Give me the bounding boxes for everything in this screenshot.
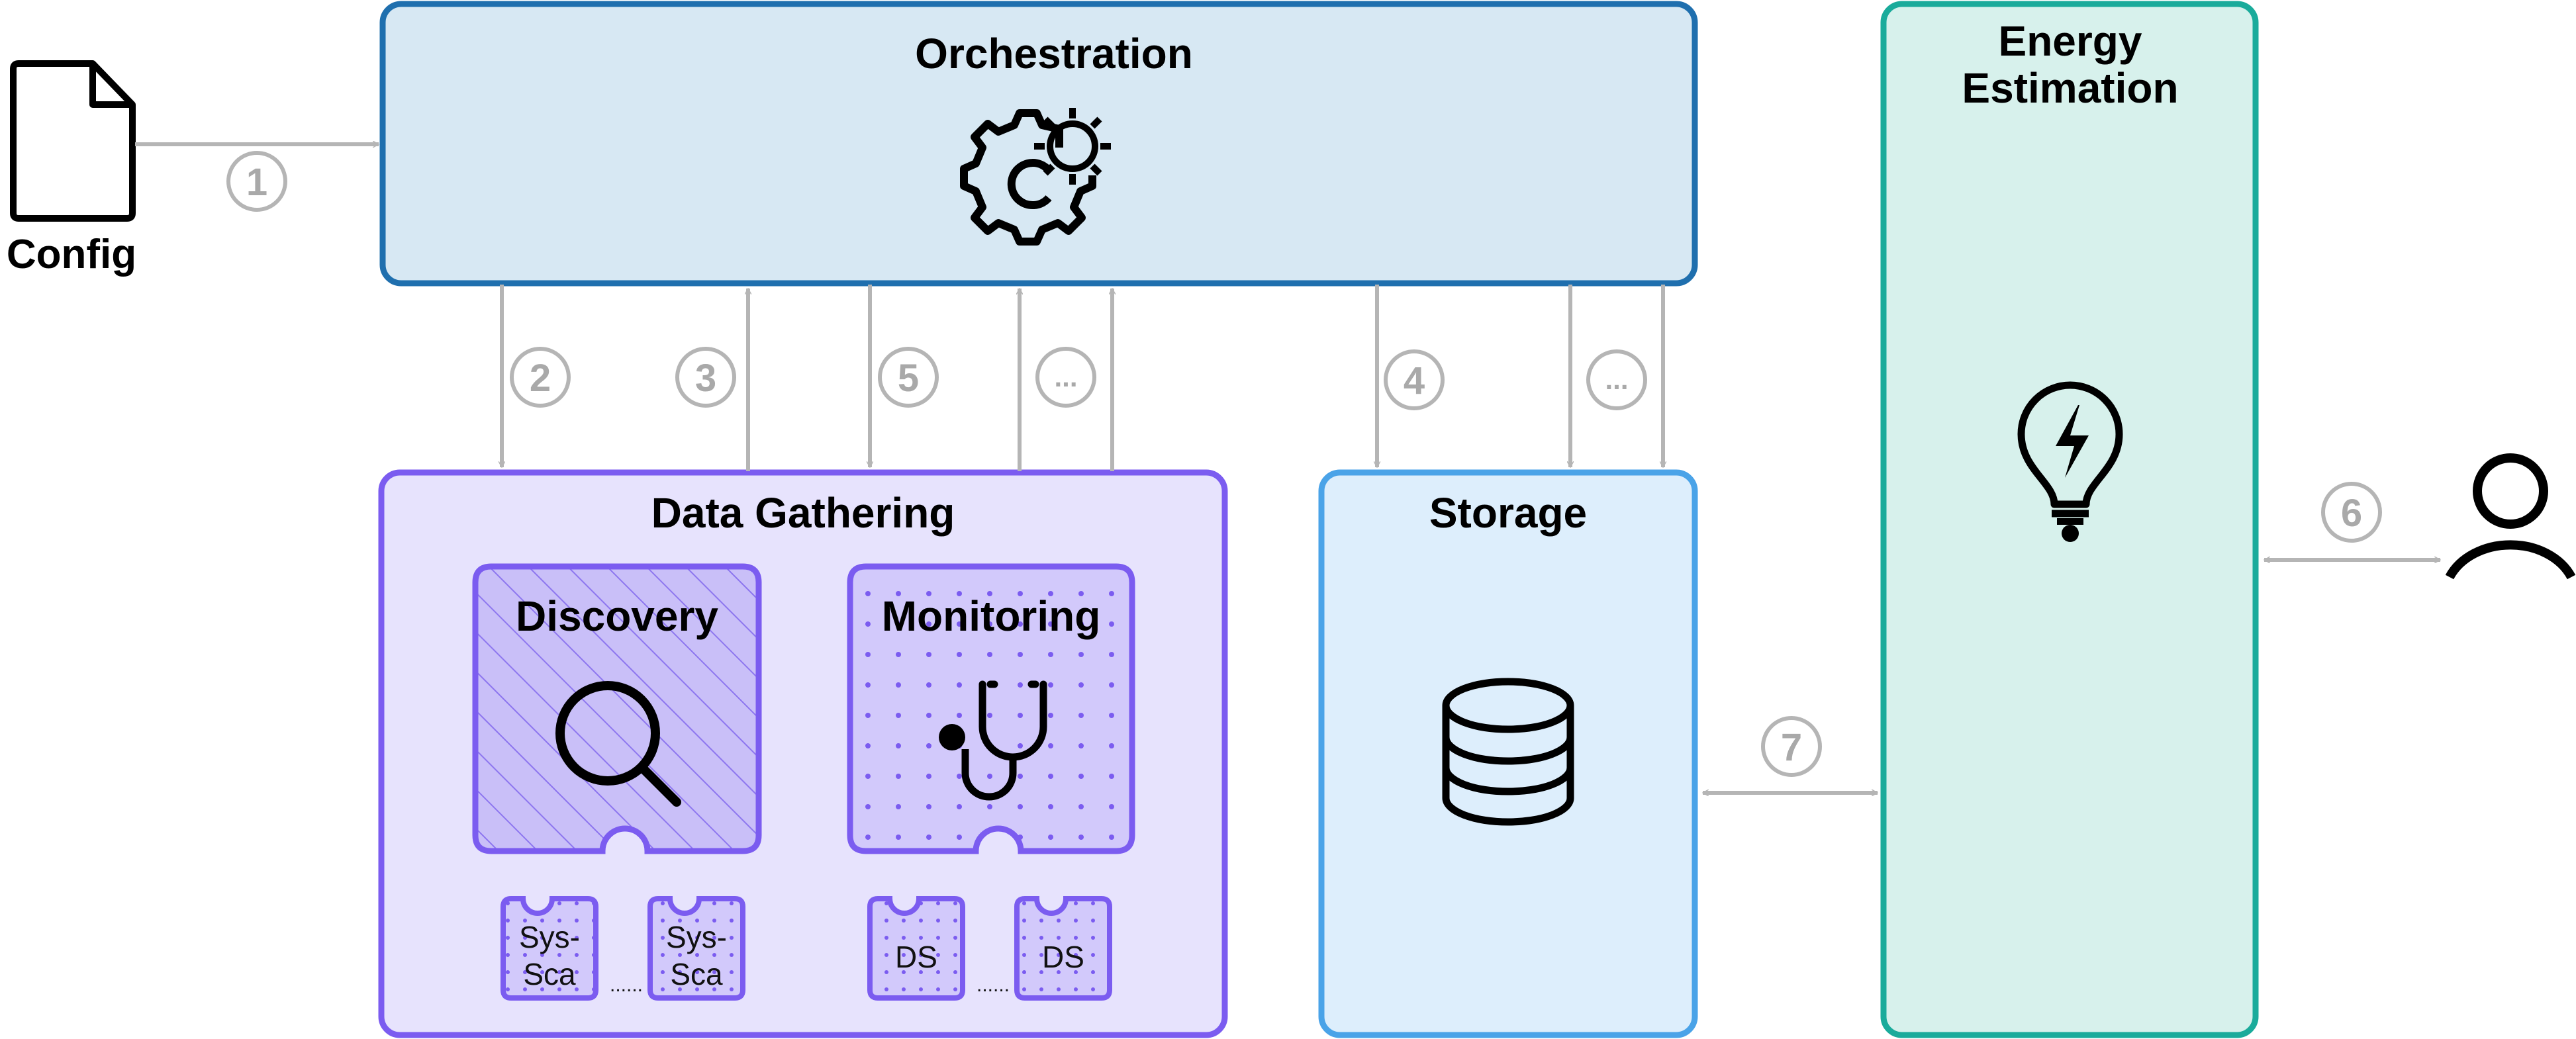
storage-box	[1318, 469, 1698, 1038]
plugin-label-line2: Sca	[670, 957, 723, 991]
svg-text:4: 4	[1404, 359, 1425, 402]
svg-text:...: ...	[1605, 364, 1628, 395]
discovery-card	[472, 563, 762, 854]
svg-text:5: 5	[898, 357, 919, 400]
data-gathering-title: Data Gathering	[651, 489, 955, 537]
user-icon	[2445, 453, 2576, 580]
plugin-label: DS	[895, 940, 937, 974]
step-badge-5: 5	[878, 347, 939, 408]
config-file-icon	[10, 60, 136, 222]
svg-text:6: 6	[2341, 492, 2362, 535]
step-badge-6: 6	[2321, 482, 2382, 543]
svg-text:1: 1	[246, 161, 267, 204]
monitoring-title: Monitoring	[882, 592, 1101, 640]
svg-text:7: 7	[1781, 726, 1802, 769]
discovery-plugin-ellipsis: ......	[610, 974, 643, 996]
storage-title: Storage	[1429, 489, 1587, 537]
plugin-label-line2: Sca	[523, 957, 576, 991]
monitoring-plugin: DS	[867, 896, 965, 1001]
svg-text:3: 3	[695, 357, 716, 400]
lightbulb-bolt-icon	[2017, 381, 2123, 542]
magnifier-icon	[555, 681, 681, 807]
discovery-plugin: Sys- Sca	[501, 896, 598, 1001]
monitoring-card	[847, 563, 1135, 854]
energy-title-line1: Energy	[1999, 17, 2142, 65]
database-icon	[1442, 678, 1574, 826]
step-badge-more-a: ...	[1035, 347, 1096, 408]
discovery-plugin: Sys- Sca	[647, 896, 745, 1001]
step-badge-3: 3	[675, 347, 736, 408]
step-badge-4: 4	[1384, 349, 1445, 410]
step-badge-more-b: ...	[1586, 349, 1647, 410]
monitoring-plugin-ellipsis: ......	[977, 974, 1010, 996]
config-label: Config	[7, 232, 136, 277]
svg-text:2: 2	[530, 357, 551, 400]
svg-text:...: ...	[1054, 361, 1077, 392]
plugin-label-line1: Sys-	[519, 920, 580, 954]
step-badge-7: 7	[1761, 716, 1822, 777]
energy-title-line2: Estimation	[1962, 64, 2178, 112]
step-badge-1: 1	[226, 151, 287, 212]
gear-sun-icon	[960, 108, 1111, 246]
monitoring-plugin: DS	[1014, 896, 1112, 1001]
stethoscope-icon	[939, 680, 1047, 801]
arrows	[135, 144, 2440, 793]
orchestration-title: Orchestration	[915, 30, 1193, 77]
plugin-label-line1: Sys-	[666, 920, 727, 954]
plugin-label: DS	[1042, 940, 1084, 974]
discovery-title: Discovery	[516, 592, 718, 640]
step-badge-2: 2	[510, 347, 571, 408]
